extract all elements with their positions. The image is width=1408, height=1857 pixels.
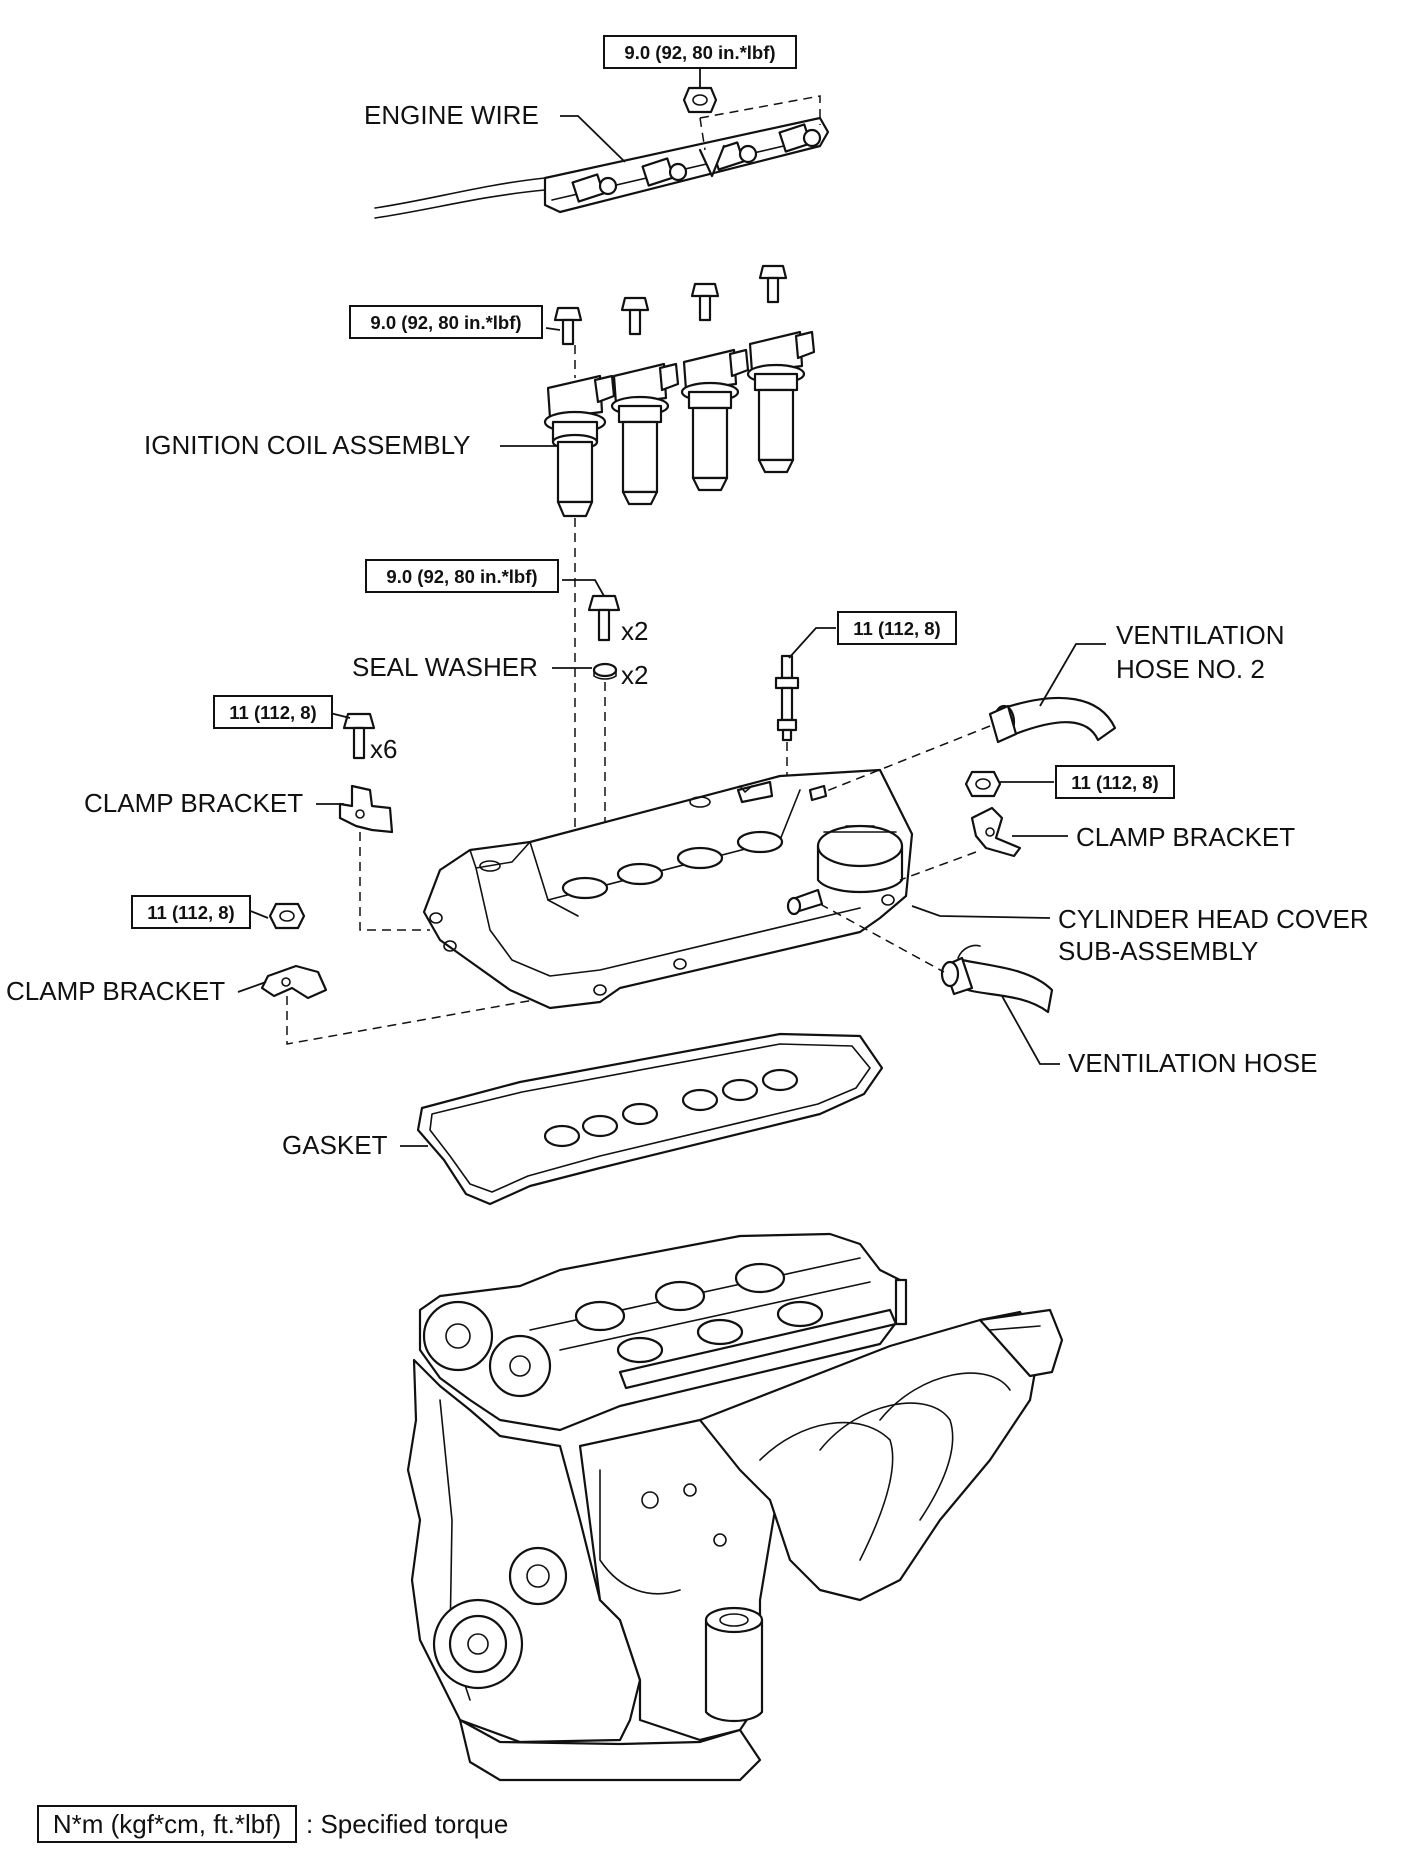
clamp-right-guide-line: [899, 851, 977, 881]
torque-box-left-bolts: 11 (112, 8): [213, 695, 333, 729]
label-seal-washer: SEAL WASHER: [352, 652, 538, 682]
intake-manifold: [698, 1308, 1064, 1602]
coil-bolt-3: [690, 282, 720, 322]
cover-bolt-upper: [587, 594, 621, 642]
label-clamp-bracket-upper-left: CLAMP BRACKET: [84, 788, 303, 818]
label-cylinder-head-cover-2: SUB-ASSEMBLY: [1058, 936, 1258, 966]
label-vent-hose-no2-1: VENTILATION: [1116, 620, 1285, 650]
ventilation-hose-no2: [988, 696, 1117, 744]
label-clamp-bracket-right: CLAMP BRACKET: [1076, 822, 1295, 852]
legend-description: : Specified torque: [306, 1809, 508, 1839]
gasket: [416, 1032, 884, 1206]
torque-box-stud: 11 (112, 8): [837, 611, 957, 645]
oil-filter: [704, 1606, 764, 1722]
multiplier-seal-washer: x2: [621, 660, 648, 690]
torque-box-wire-nut: 9.0 (92, 80 in.*lbf): [603, 35, 797, 69]
wire-connector-2: [641, 157, 688, 187]
torque-value-wire-nut: 9.0 (92, 80 in.*lbf): [624, 42, 775, 63]
label-engine-wire: ENGINE WIRE: [364, 100, 539, 130]
leader-engine-wire: [560, 115, 626, 163]
label-clamp-bracket-lower-left: CLAMP BRACKET: [6, 976, 225, 1006]
leader-ventilation-hose: [1001, 995, 1060, 1065]
engine-assembly: [406, 1232, 1064, 1782]
torque-value-right-nut: 11 (112, 8): [1071, 772, 1158, 793]
ventilation-hose-guide-line: [819, 903, 945, 973]
wire-stud-guide-line: [699, 95, 821, 125]
label-cylinder-head-cover-1: CYLINDER HEAD COVER: [1058, 904, 1369, 934]
torque-leader-lower-nut: [247, 909, 269, 919]
seal-washer-part: [592, 662, 618, 680]
label-gasket: GASKET: [282, 1130, 388, 1160]
torque-value-left-bolts: 11 (112, 8): [229, 702, 316, 723]
torque-value-coil-bolt: 9.0 (92, 80 in.*lbf): [370, 312, 521, 333]
leader-cylinder-head-cover: [911, 905, 1051, 919]
clamp-bracket-lower-left: [260, 964, 328, 1000]
torque-value-stud: 11 (112, 8): [853, 618, 940, 639]
coil-bolt-1: [553, 306, 583, 346]
cover-stud: [774, 654, 800, 742]
ignition-coil-1: [543, 374, 616, 518]
torque-leader-left-bolt: [329, 712, 351, 719]
clamp-bracket-upper-left: [338, 784, 394, 834]
leader-clamp-bracket-lower-left: [237, 981, 267, 993]
torque-box-right-nut: 11 (112, 8): [1055, 765, 1175, 799]
torque-box-coil-bolt: 9.0 (92, 80 in.*lbf): [349, 305, 543, 339]
cover-bolt-left: [342, 712, 376, 760]
wire-connector-1: [571, 173, 618, 203]
wire-connector-4: [778, 123, 822, 153]
label-vent-hose-no2-2: HOSE NO. 2: [1116, 654, 1265, 684]
hose-no2-guide-line: [823, 725, 991, 793]
torque-leader-coil-bolt: [545, 327, 561, 331]
nut-right: [964, 770, 1002, 798]
ignition-coil-3: [680, 348, 750, 492]
ignition-coil-2: [610, 362, 680, 506]
ignition-coil-4: [746, 330, 816, 474]
legend: N*m (kgf*cm, ft.*lbf) : Specified torque: [37, 1805, 508, 1843]
clamp-lower-left-guide-line: [286, 989, 591, 1045]
ventilation-hose: [940, 944, 1054, 1014]
clamp-upper-left-guide-line: [359, 832, 430, 931]
legend-box-text: N*m (kgf*cm, ft.*lbf): [53, 1809, 281, 1839]
legend-torque-box: [37, 1805, 297, 1843]
coil-bolt-2: [620, 296, 650, 336]
leader-vent-hose-no2: [1039, 643, 1106, 707]
wire-bracket-nut: [682, 86, 718, 114]
label-ignition-coil: IGNITION COIL ASSEMBLY: [144, 430, 471, 460]
nut-lower-left: [268, 902, 306, 930]
coil-bolt-4: [758, 264, 788, 304]
torque-value-cover-bolt: 9.0 (92, 80 in.*lbf): [386, 566, 537, 587]
engine-wire: [374, 116, 830, 219]
torque-value-lower-nut: 11 (112, 8): [147, 902, 234, 923]
torque-leader-stud: [788, 627, 836, 659]
torque-box-cover-bolt: 9.0 (92, 80 in.*lbf): [365, 559, 559, 593]
label-ventilation-hose: VENTILATION HOSE: [1068, 1048, 1317, 1078]
oil-filler-cap: [816, 824, 904, 894]
clamp-bracket-right: [970, 806, 1022, 858]
torque-box-lower-nut: 11 (112, 8): [131, 895, 251, 929]
cylinder-head-cover: [422, 768, 914, 1010]
torque-leader-cover-bolt: [562, 579, 605, 597]
multiplier-cover-bolt: x2: [621, 616, 648, 646]
multiplier-left-bolts: x6: [370, 734, 397, 764]
wire-nut-guide-line: [699, 117, 706, 151]
